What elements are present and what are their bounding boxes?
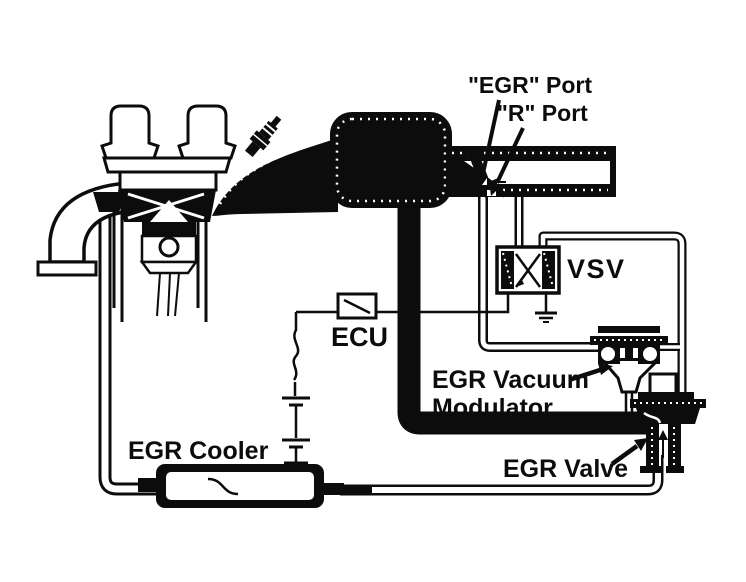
- piston: [139, 222, 199, 317]
- air-horn-bottom-wall: [497, 184, 614, 197]
- air-horn-open-end: [610, 146, 616, 197]
- intake-chamber: [330, 112, 452, 208]
- vsv-ground-symbol: [535, 293, 557, 323]
- carburetor-base: [102, 156, 232, 174]
- egr-vacuum-modulator-label-line1: EGR Vacuum: [432, 366, 589, 394]
- egr-cooler-label: EGR Cooler: [128, 437, 269, 465]
- egr-port-label: "EGR" Port: [468, 72, 592, 98]
- throttle-plate: [467, 148, 495, 198]
- modulator-port-left: [601, 347, 615, 361]
- exhaust-manifold: [212, 136, 338, 216]
- r-port-label: "R" Port: [497, 100, 588, 126]
- ignition-switch-symbol: [292, 312, 300, 381]
- vsv-label: VSV: [567, 254, 626, 284]
- modulator-flange: [590, 336, 668, 345]
- valve-top-fitting: [648, 372, 678, 396]
- spark-plug: [244, 115, 282, 158]
- intake-elbow-flange: [36, 260, 98, 277]
- egr-valve: [630, 372, 706, 473]
- air-horn-pipe: [446, 146, 616, 198]
- modulator-arrow: [568, 363, 613, 383]
- egr-valve-arrow: [610, 438, 648, 466]
- egr-valve-label: EGR Valve: [503, 455, 628, 483]
- hose-egr-port-to-modulator: [478, 194, 606, 352]
- valve-flange: [630, 399, 706, 408]
- egr-vacuum-modulator: [590, 326, 668, 414]
- valve-flow-arrow: [658, 430, 668, 458]
- modulator-cap: [598, 326, 660, 333]
- ecu-connector: [336, 292, 378, 320]
- modulator-port-right: [643, 347, 657, 361]
- pipe-engine-to-cooler: [98, 198, 160, 496]
- cylinder-head: [118, 190, 216, 222]
- carburetor-barrel-right: [177, 104, 237, 160]
- valve-diaphragm-housing: [636, 408, 700, 424]
- cylinder-walls: [112, 206, 208, 322]
- valve-cap: [638, 392, 694, 399]
- egr-cooler: [138, 464, 344, 508]
- carburetor-neck: [118, 170, 218, 192]
- pipe-cooler-to-valve: [330, 455, 664, 496]
- engine-cross-section: [36, 104, 338, 322]
- exhaust-tap: [93, 192, 127, 212]
- carburetor-barrel-left: [100, 104, 160, 160]
- cooler-internal-tube: [207, 477, 239, 496]
- vsv-solenoid: [495, 245, 561, 323]
- egr-vacuum-modulator-label-line2: Modulator: [432, 394, 553, 422]
- r-port-arrow: [489, 127, 525, 196]
- cooler-outlet-nipple: [318, 483, 344, 495]
- pipe-egr-gas-passage: [397, 196, 650, 435]
- egr-port-arrow: [474, 99, 501, 192]
- ecu-label: ECU: [331, 322, 388, 352]
- battery-symbol: [282, 396, 310, 463]
- callout-arrows: [474, 99, 648, 466]
